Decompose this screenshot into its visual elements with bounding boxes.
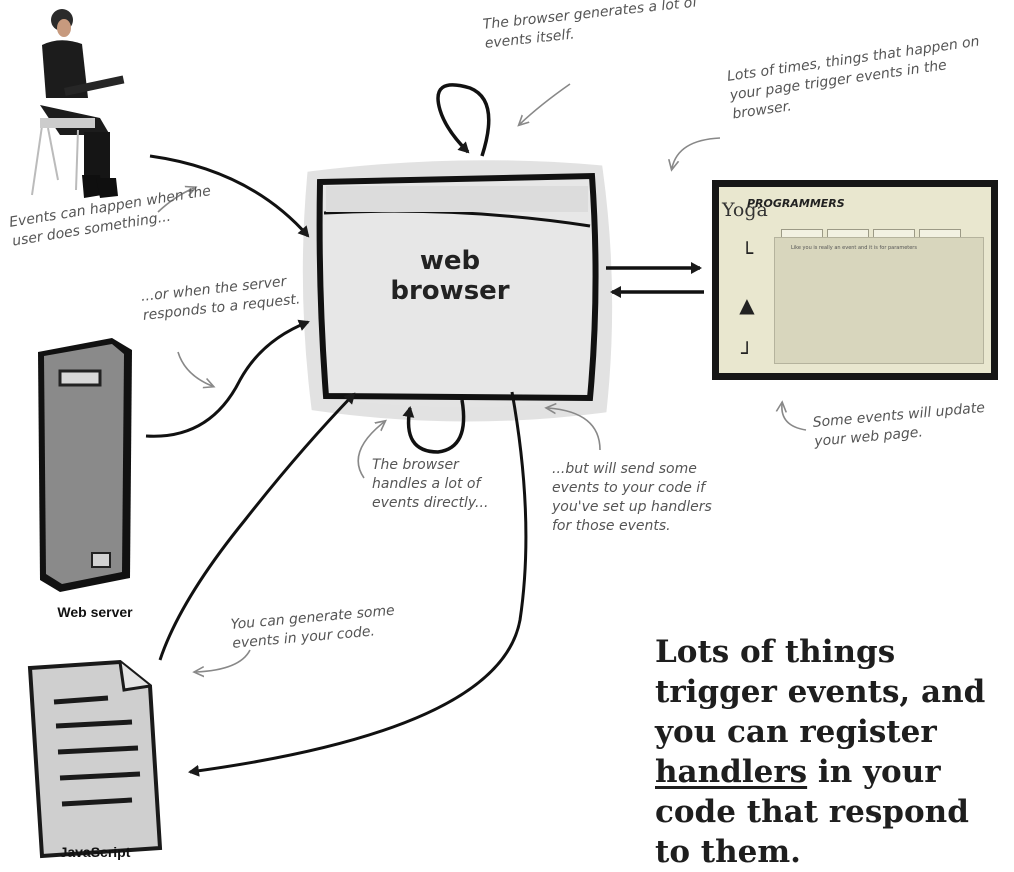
web-browser-label-line2: browser [345, 276, 555, 306]
headline-handlers: handlers [655, 754, 807, 790]
pointer-generate-code [196, 650, 250, 672]
web-server-label: Web server [20, 604, 170, 620]
server-icon [38, 338, 132, 592]
web-page-content [774, 237, 984, 364]
web-page-screen: Yoga PROGRAMMERS Like you is really an e… [719, 187, 991, 373]
note-send-to-code: ...but will send some events to your cod… [552, 460, 732, 536]
user-icon [32, 9, 124, 198]
yoga-pose-icon[interactable]: └ [729, 239, 765, 267]
server-to-browser-arrow [146, 322, 308, 436]
web-page-content-text: Like you is really an event and it is fo… [791, 245, 917, 251]
yoga-pose-icon[interactable]: ┘ [729, 339, 765, 367]
pointer-page-trigger [672, 138, 720, 168]
web-page-title: PROGRAMMERS [747, 197, 845, 210]
pointer-update-page [782, 404, 806, 430]
browser-to-javascript-arrow [190, 392, 526, 772]
pointer-browser-self [520, 84, 570, 124]
javascript-document-icon [30, 662, 160, 856]
pointer-server [178, 352, 212, 386]
self-loop-top-arrow [438, 85, 489, 156]
web-browser-label-line1: web [345, 246, 555, 276]
note-browser-handles: The browser handles a lot of events dire… [372, 456, 512, 513]
headline: Lots of things trigger events, and you c… [655, 632, 1010, 872]
web-page-thumbnail: Yoga PROGRAMMERS Like you is really an e… [712, 180, 998, 380]
headline-part1: Lots of things trigger events, and you c… [655, 634, 985, 750]
yoga-pose-icon[interactable]: ▲ [729, 291, 765, 319]
web-browser-label: web browser [345, 246, 555, 306]
javascript-label: JavaScript [20, 844, 170, 860]
